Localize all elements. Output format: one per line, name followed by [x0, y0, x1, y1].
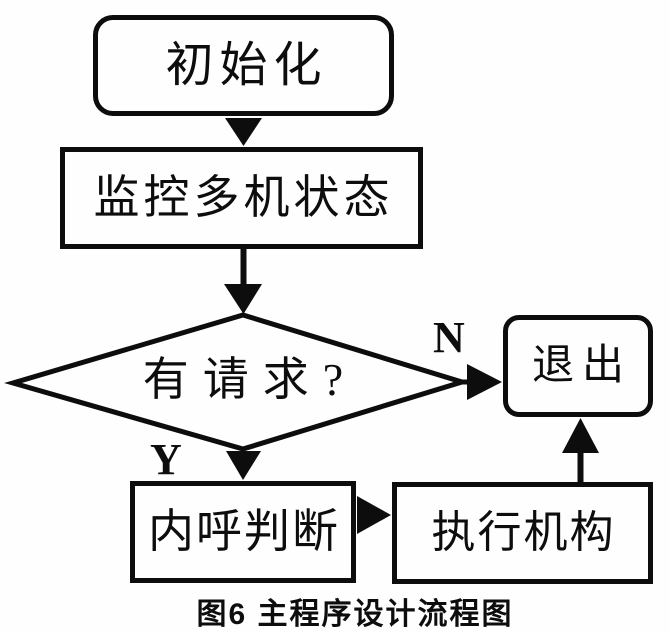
node-monitor-status: 监控多机状态 — [60, 147, 423, 249]
node-exit: 退出 — [503, 315, 653, 417]
arrow-no-branch-icon — [467, 364, 502, 400]
node-actuator: 执行机构 — [392, 482, 653, 584]
branch-label-no: N — [433, 313, 465, 362]
node-exit-label: 退出 — [531, 343, 632, 389]
node-call-check-label: 内呼判断 — [148, 506, 340, 557]
branch-label-yes: Y — [150, 435, 182, 484]
arrow-call-to-actuator-icon — [357, 496, 391, 534]
node-init-label: 初始化 — [165, 38, 328, 92]
node-init: 初始化 — [93, 15, 394, 116]
arrow-yes-branch-icon — [226, 451, 261, 480]
arrow-monitor-to-decision-icon — [224, 284, 262, 314]
arrow-actuator-to-exit-icon — [562, 418, 599, 453]
node-call-check: 内呼判断 — [130, 481, 356, 583]
figure-caption: 图6 主程序设计流程图 — [196, 598, 514, 631]
node-actuator-label: 执行机构 — [431, 508, 616, 557]
node-decision-label: 有请求? — [142, 354, 358, 405]
decision-diamond-shape — [4, 312, 471, 452]
node-monitor-status-label: 监控多机状态 — [93, 172, 394, 223]
arrow-init-to-monitor-icon — [225, 118, 262, 146]
